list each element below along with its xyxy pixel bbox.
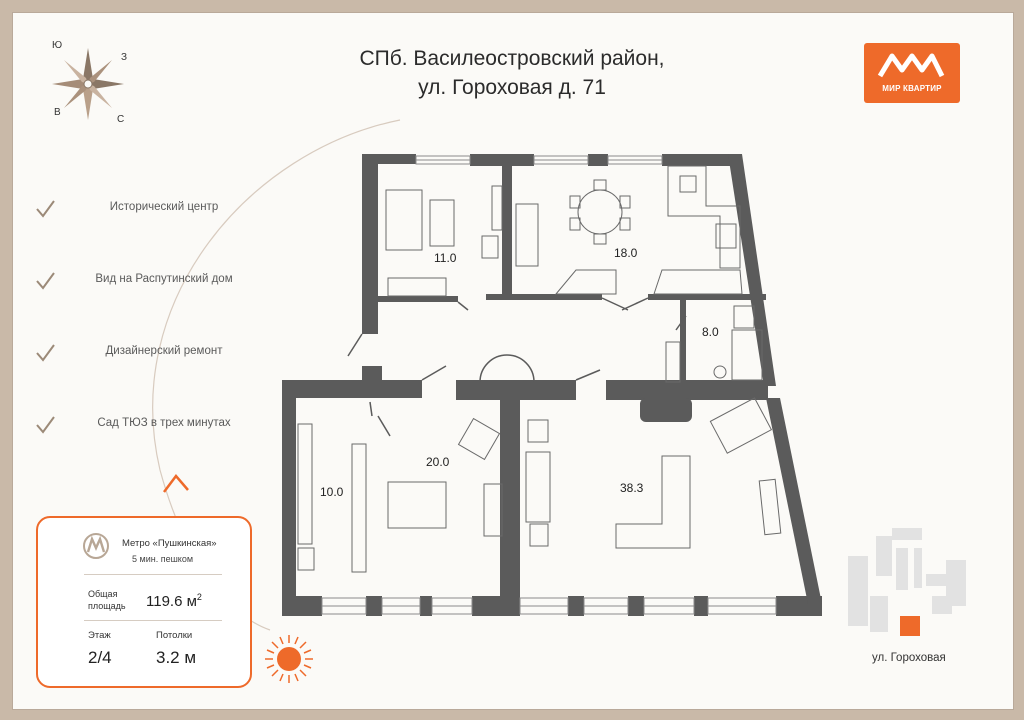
checkmark-icon <box>36 344 55 362</box>
area-label-line-1: Общая <box>88 589 118 599</box>
checkmark-icon <box>36 272 55 290</box>
divider <box>84 574 222 575</box>
feature-item: Дизайнерский ремонт <box>34 342 254 366</box>
address-title: СПб. Василеостровский район, ул. Горохов… <box>0 44 1024 102</box>
location-mini-map <box>848 528 966 632</box>
room-area-label: 18.0 <box>614 246 638 260</box>
floor-value: 2/4 <box>88 648 112 667</box>
address-line-1: СПб. Василеостровский район, <box>359 47 665 70</box>
area-label: Общая площадь <box>88 588 126 612</box>
divider <box>84 620 222 621</box>
feature-item: Вид на Распутинский дом <box>34 270 254 294</box>
feature-item: Сад ТЮЗ в трех минутах <box>34 414 254 438</box>
checkmark-icon <box>36 416 55 434</box>
metro-station: Метро «Пушкинская» <box>122 538 217 549</box>
location-marker <box>900 616 920 636</box>
floor-label: Этаж <box>88 630 111 641</box>
area-value: 119.6 м2 <box>146 592 202 610</box>
room-area-label: 8.0 <box>702 325 719 339</box>
mir-kvartir-logo: МИР КВАРТИР <box>864 43 960 103</box>
room-area-label: 10.0 <box>320 485 344 499</box>
checkmark-icon <box>36 200 55 218</box>
feature-item: Исторический центр <box>34 198 254 222</box>
room-area-label: 20.0 <box>426 455 450 469</box>
ceiling-value: 3.2 м <box>156 648 197 667</box>
room-area-label: 11.0 <box>434 251 457 265</box>
street-label: ул. Гороховая <box>872 652 946 664</box>
metro-icon <box>83 533 109 559</box>
feature-label: Дизайнерский ремонт <box>105 345 223 357</box>
area-label-line-2: площадь <box>88 601 126 611</box>
compass-label-east: В <box>54 107 61 118</box>
info-card: Метро «Пушкинская» 5 мин. пешком Общая п… <box>36 516 252 688</box>
logo-text: МИР КВАРТИР <box>882 84 942 93</box>
area-unit-superscript: 2 <box>196 592 202 602</box>
area-number: 119.6 м <box>146 593 197 610</box>
room-area-label: 38.3 <box>620 481 644 495</box>
compass-label-north: С <box>117 114 125 125</box>
logo-mark-icon <box>877 53 945 78</box>
feature-label: Сад ТЮЗ в трех минутах <box>97 417 231 429</box>
feature-label: Исторический центр <box>109 201 219 213</box>
compass-label-west: З <box>121 52 128 63</box>
address-line-2: ул. Гороховая д. 71 <box>418 76 606 99</box>
metro-walk-time: 5 мин. пешком <box>132 554 194 564</box>
ceiling-label: Потолки <box>156 630 193 641</box>
compass-label-south: Ю <box>52 40 63 51</box>
feature-label: Вид на Распутинский дом <box>95 273 233 285</box>
